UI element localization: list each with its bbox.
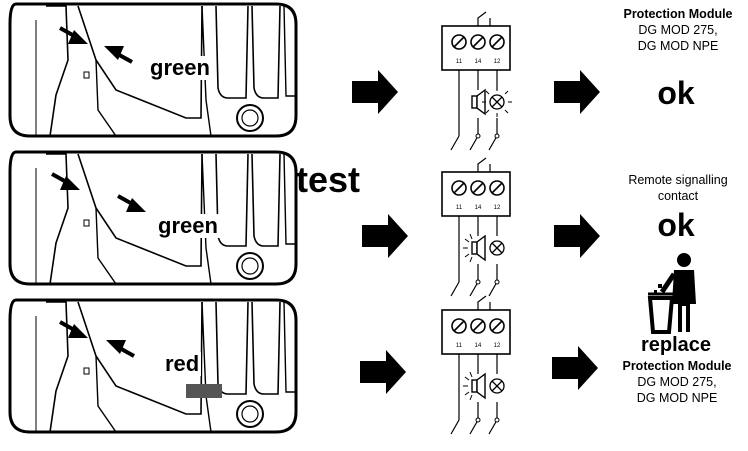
test-label: test — [296, 159, 361, 200]
lamp-icon — [489, 240, 505, 256]
row2-arrow-icon — [362, 214, 408, 258]
row1-result-line2: DG MOD NPE — [637, 39, 719, 53]
row3-arrow2-icon — [552, 346, 598, 390]
row1-photo-label: green — [148, 55, 212, 80]
lamp-icon — [481, 86, 513, 118]
row3-status: replace — [640, 334, 712, 356]
row3-photo — [8, 298, 298, 434]
row3-result-block: Protection Module DG MOD 275, DG MOD NPE — [606, 358, 748, 406]
row1-arrow-icon — [352, 70, 398, 114]
person-trash-bin-icon — [647, 253, 696, 334]
row2-result-line1: contact — [657, 189, 699, 203]
row3-photo-label: red — [163, 351, 202, 376]
row2-result-title: Remote signalling — [628, 173, 728, 187]
row3-arrow-icon — [360, 350, 406, 394]
row2-status: ok — [657, 207, 695, 243]
row1-schematic — [442, 12, 513, 150]
row3-schematic — [442, 296, 510, 434]
horn-icon — [462, 233, 486, 263]
row1-arrow2-icon — [554, 70, 600, 114]
row3-result-line1: DG MOD 275, — [637, 375, 717, 389]
row2-photo — [8, 150, 298, 286]
lamp-icon — [489, 378, 505, 394]
red-indicator-window — [186, 384, 222, 398]
row2-result-block: Remote signalling contact — [612, 172, 744, 204]
row1-result-block: Protection Module DG MOD 275, DG MOD NPE — [608, 6, 748, 54]
row2-arrow2-icon — [554, 214, 600, 258]
row1-result-title: Protection Module — [623, 7, 733, 21]
row3-result-line2: DG MOD NPE — [636, 391, 718, 405]
row3-result-title: Protection Module — [622, 359, 732, 373]
row1-status: ok — [657, 75, 695, 111]
row2-photo-label: green — [156, 213, 220, 238]
row2-schematic — [442, 158, 510, 296]
row1-result-line1: DG MOD 275, — [638, 23, 718, 37]
horn-icon — [462, 371, 486, 401]
